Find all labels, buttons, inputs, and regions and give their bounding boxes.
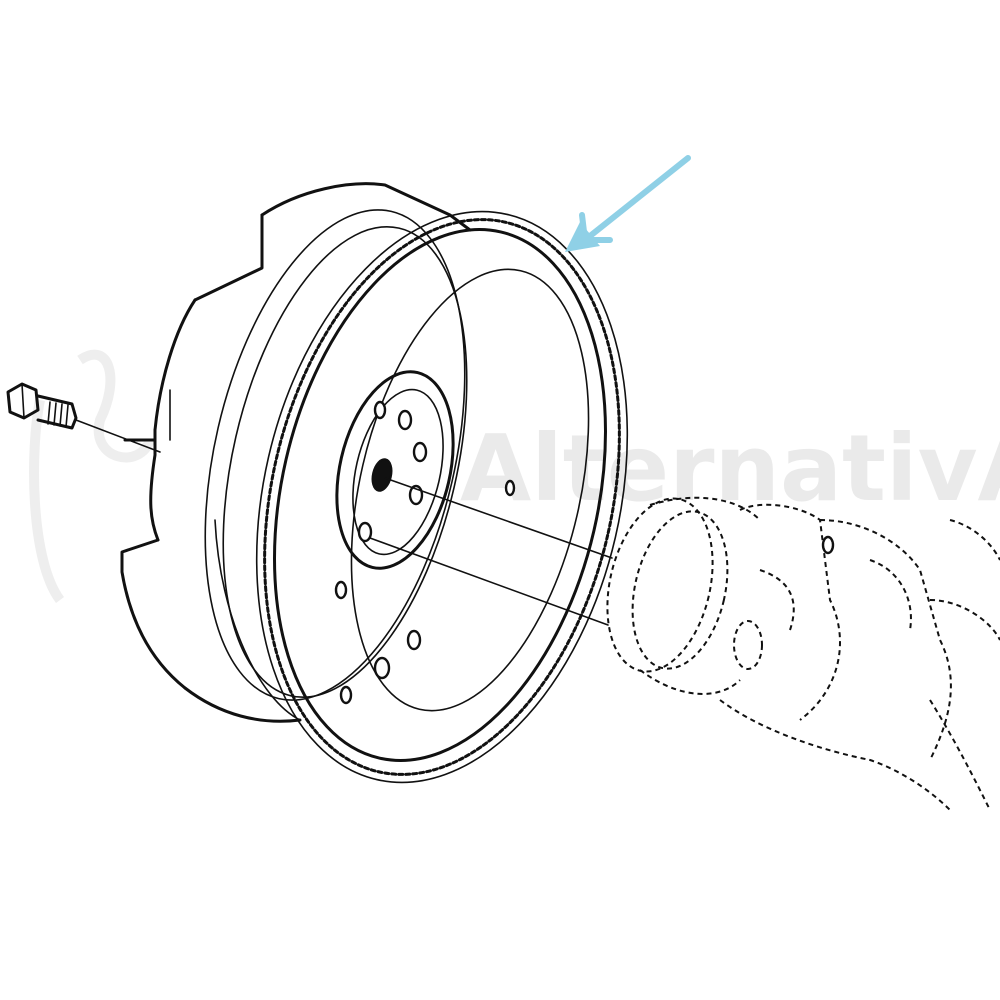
watermark-text: AlternativA [460, 415, 1000, 522]
ring-gear [255, 210, 629, 784]
watermark: AlternativA [29, 349, 1000, 603]
crankshaft [606, 496, 1000, 811]
pointer-arrow [565, 155, 691, 252]
alignment-lines [75, 419, 613, 626]
watermark-logo-icon [29, 349, 155, 603]
flywheel [120, 182, 472, 723]
flywheel-bolt [6, 382, 78, 430]
flywheel-hub [334, 370, 516, 705]
